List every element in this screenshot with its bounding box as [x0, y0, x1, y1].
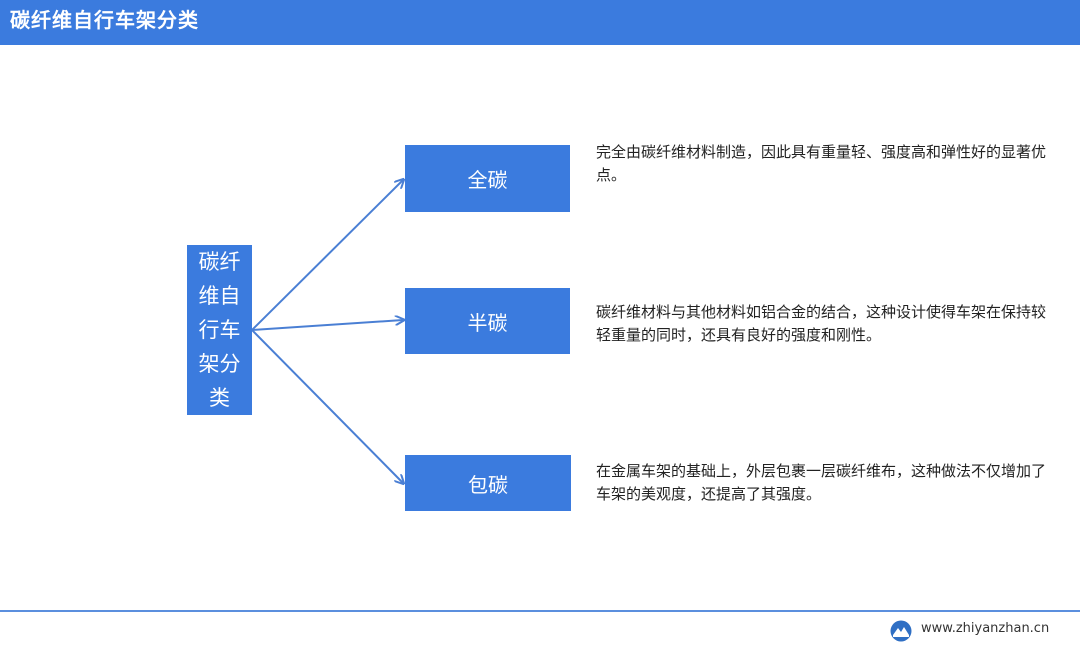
globe-logo-icon: [890, 620, 912, 642]
arrow-to-half-carbon: [251, 320, 403, 331]
description-half-carbon: 碳纤维材料与其他材料如铝合金的结合，这种设计使得车架在保持较轻重量的同时，还具有…: [596, 303, 1047, 344]
header-bar: 碳纤维自行车架分类: [0, 0, 1080, 45]
node-wrapped-carbon: 包碳: [405, 455, 571, 511]
node-full-carbon-label: 全碳: [467, 168, 508, 192]
footer-url[interactable]: www.zhiyanzhan.cn: [921, 621, 1050, 636]
footer-divider: [0, 610, 1080, 612]
node-half-carbon-label: 半碳: [467, 310, 508, 335]
node-half-carbon: 半碳: [405, 288, 570, 354]
node-full-carbon: 全碳: [405, 145, 570, 212]
root-node-label: 碳纤维自行车架分类: [198, 250, 241, 410]
description-full-carbon: 完全由碳纤维材料制造，因此具有重量轻、强度高和弹性好的显著优点。: [596, 143, 1047, 184]
description-wrapped-carbon: 在金属车架的基础上，外层包裹一层碳纤维布，这种做法不仅增加了车架的美观度，还提高…: [596, 462, 1047, 503]
root-node: 碳纤维自行车架分类: [187, 245, 252, 415]
arrow-to-wrapped-carbon: [251, 329, 403, 483]
node-wrapped-carbon-label: 包碳: [468, 472, 508, 497]
arrow-to-full-carbon: [251, 180, 403, 331]
page-title: 碳纤维自行车架分类: [10, 8, 199, 32]
